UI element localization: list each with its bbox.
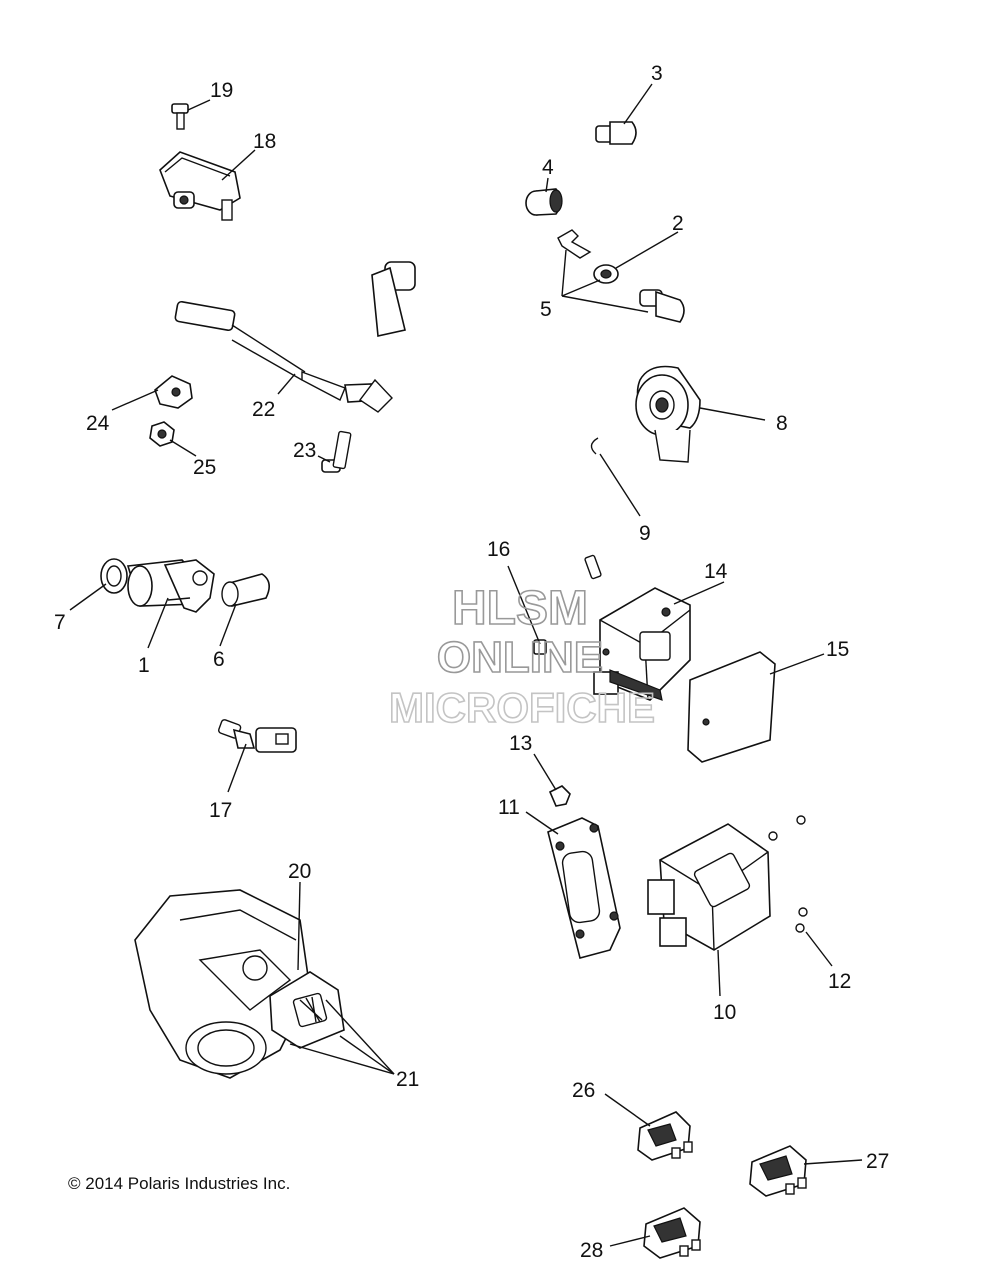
part-24-clip: [154, 375, 193, 409]
callout-26: 26: [572, 1079, 595, 1102]
callout-20: 20: [288, 860, 311, 883]
part-9-clip: [590, 437, 599, 455]
part-28-switch: [643, 1207, 701, 1259]
copyright-notice: © 2014 Polaris Industries Inc.: [68, 1174, 290, 1193]
part-6-spacer: [221, 573, 270, 607]
callout-12: 12: [828, 970, 851, 993]
callout-9: 9: [639, 522, 651, 545]
watermark-line-1: HLSM: [452, 582, 588, 635]
callout-8: 8: [776, 412, 788, 435]
callout-15: 15: [826, 638, 849, 661]
callout-numbers: 1 2 3 4 5 6 7 8 9 10 11 12 13 14 15 16 1…: [54, 62, 889, 1262]
callout-4: 4: [542, 156, 554, 179]
part-2-washer: [593, 264, 619, 284]
callout-27: 27: [866, 1150, 889, 1173]
callout-10: 10: [713, 1001, 736, 1024]
watermark: HLSM ONLINE MICROFICHE: [388, 581, 656, 732]
part-3-grommet: [595, 121, 637, 145]
part-25-nut: [149, 421, 175, 447]
part-22-cam-sensor: [174, 261, 416, 413]
leader-lines: [69, 83, 863, 1247]
part-14-housing: [593, 587, 691, 701]
callout-14: 14: [704, 560, 728, 583]
callout-21: 21: [396, 1068, 419, 1091]
callout-23: 23: [293, 439, 316, 462]
callout-6: 6: [213, 648, 225, 671]
part-17-temp-sensor: [218, 719, 297, 753]
part-26-switch: [637, 1111, 693, 1161]
part-5-tab: [557, 229, 592, 259]
callout-16: 16: [487, 538, 510, 561]
callout-25: 25: [193, 456, 216, 479]
part-23-bolt: [321, 430, 352, 473]
callout-17: 17: [209, 799, 232, 822]
part-20-throttle-body: [134, 889, 311, 1079]
callout-1: 1: [138, 654, 150, 677]
callout-22: 22: [252, 398, 275, 421]
callout-5: 5: [540, 298, 552, 321]
part-1-crank-sensor: [126, 559, 215, 613]
part-13-screw: [548, 785, 571, 807]
watermark-line-3: MICROFICHE: [389, 684, 655, 731]
part-4-cap: [525, 188, 563, 216]
part-7-o-ring: [100, 558, 128, 594]
callout-24: 24: [86, 412, 110, 435]
part-10-ecu: [647, 823, 771, 951]
part-11-mounting-plate: [547, 817, 621, 959]
callout-11: 11: [498, 796, 520, 819]
callout-2: 2: [672, 212, 684, 235]
part-18-map-sensor: [159, 151, 241, 221]
part-5-sensor: [639, 289, 685, 323]
part-16-screw: [533, 554, 602, 655]
part-27-switch: [749, 1145, 807, 1197]
callout-7: 7: [54, 611, 66, 634]
part-12-screws: [768, 815, 808, 933]
callout-19: 19: [210, 79, 233, 102]
callout-18: 18: [253, 130, 276, 153]
part-8-knock-sensor: [635, 365, 701, 463]
callout-28: 28: [580, 1239, 603, 1262]
callout-13: 13: [509, 732, 532, 755]
callout-3: 3: [651, 62, 663, 85]
part-19-bolt: [171, 103, 189, 130]
part-15-gasket: [687, 651, 776, 763]
watermark-line-2: ONLINE: [437, 633, 603, 682]
part-21-tps-sensor: [269, 971, 345, 1049]
